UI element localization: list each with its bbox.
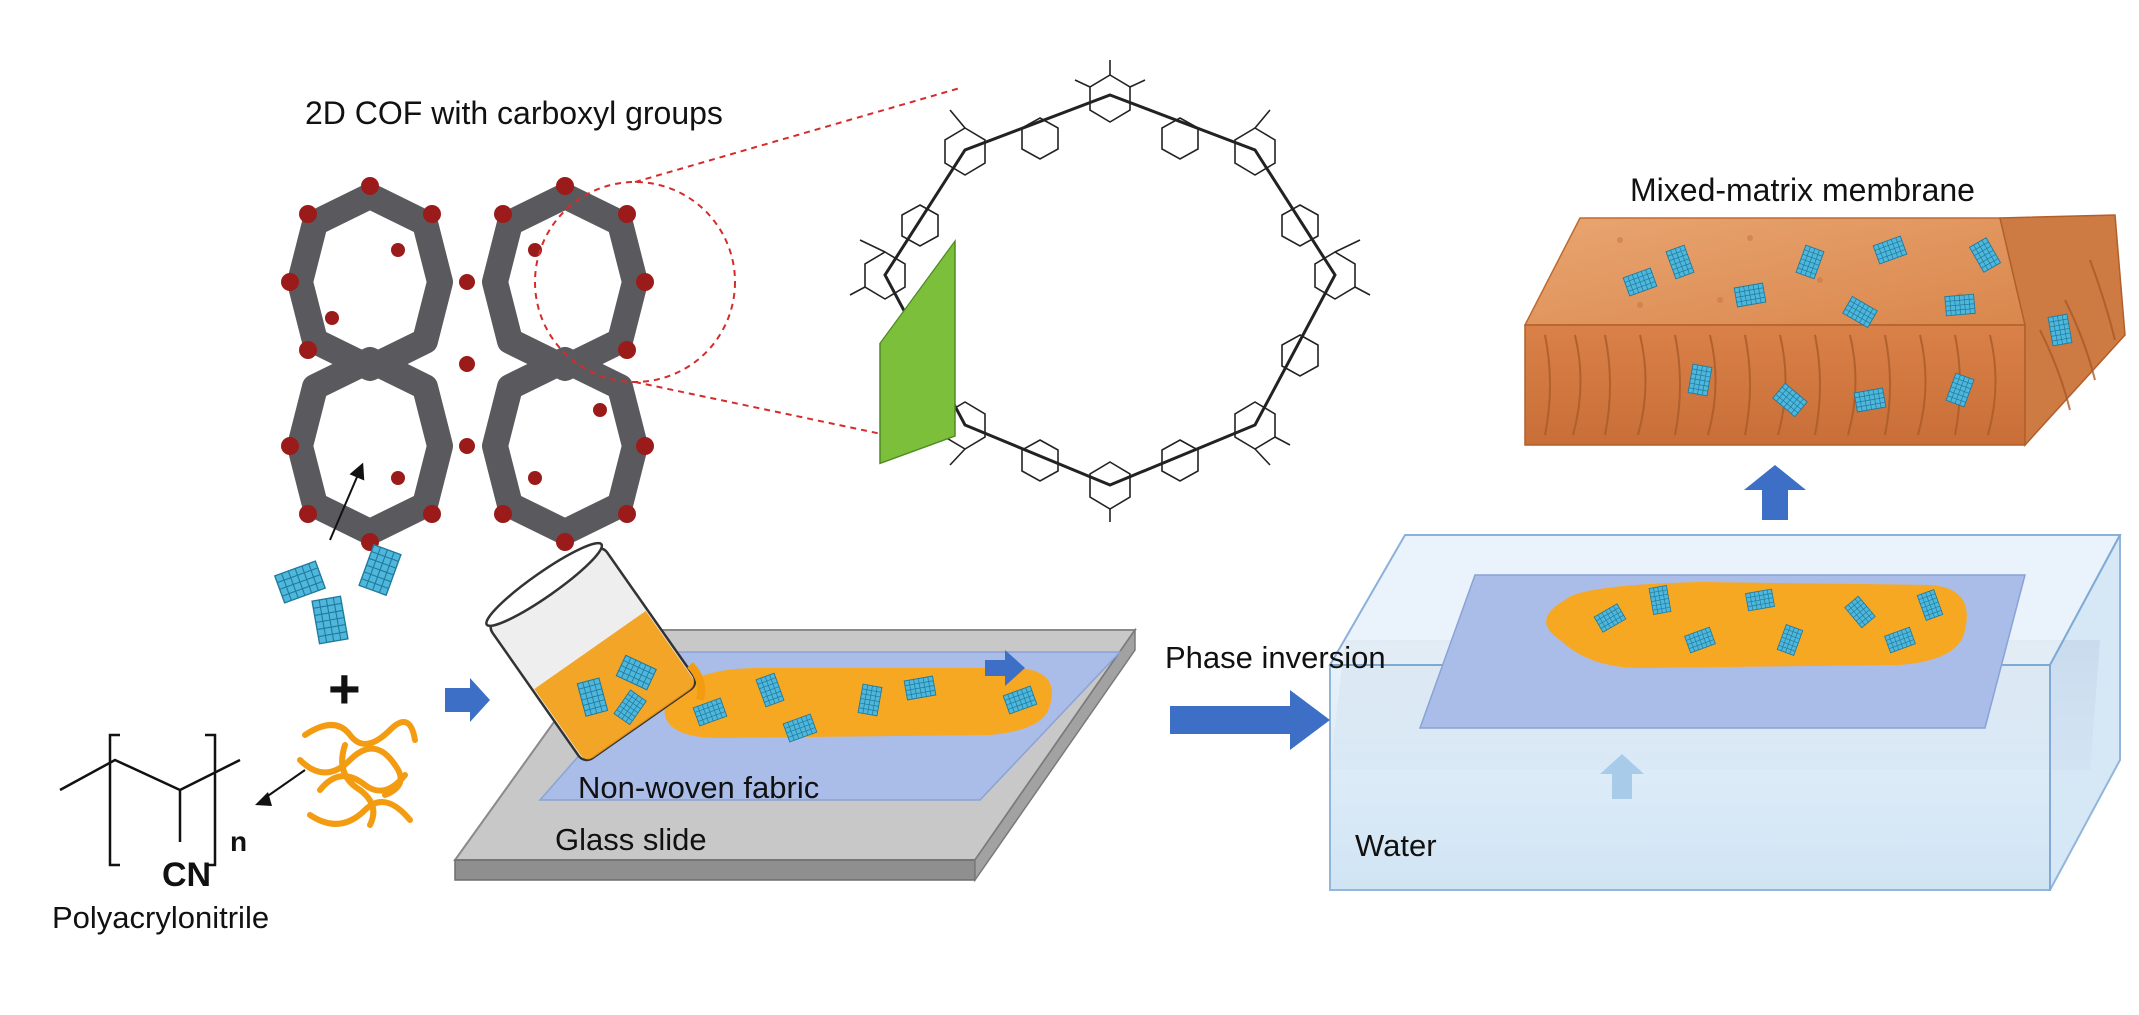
pan-structure <box>59 733 241 867</box>
cof-title-label: 2D COF with carboxyl groups <box>305 95 723 131</box>
repeat-unit-n-label: n <box>230 826 248 857</box>
phase-inversion-arrow-icon <box>1170 690 1330 750</box>
plus-sign: + <box>328 657 361 720</box>
beaker-icon <box>485 541 706 762</box>
cof-honeycomb-icon <box>281 177 654 551</box>
non-woven-fabric-label: Non-woven fabric <box>578 770 820 805</box>
crystal-to-cof-arrow <box>329 469 361 541</box>
mixed-matrix-membrane-block <box>1523 214 2126 447</box>
phase-inversion-label: Phase inversion <box>1165 640 1386 675</box>
right-arrow-icon <box>445 678 490 722</box>
polymer-chain-icon <box>297 719 418 828</box>
glass-slide-label: Glass slide <box>555 822 707 857</box>
water-label: Water <box>1355 828 1437 863</box>
cn-group-label: CN <box>162 856 212 894</box>
up-arrow-icon <box>1744 465 1806 520</box>
cof-crystals-icon <box>274 544 402 645</box>
mixed-matrix-membrane-label: Mixed-matrix membrane <box>1630 172 1975 208</box>
polyacrylonitrile-label: Polyacrylonitrile <box>52 900 270 935</box>
water-bath-icon <box>1328 534 2122 891</box>
zoom-guide <box>534 87 961 441</box>
